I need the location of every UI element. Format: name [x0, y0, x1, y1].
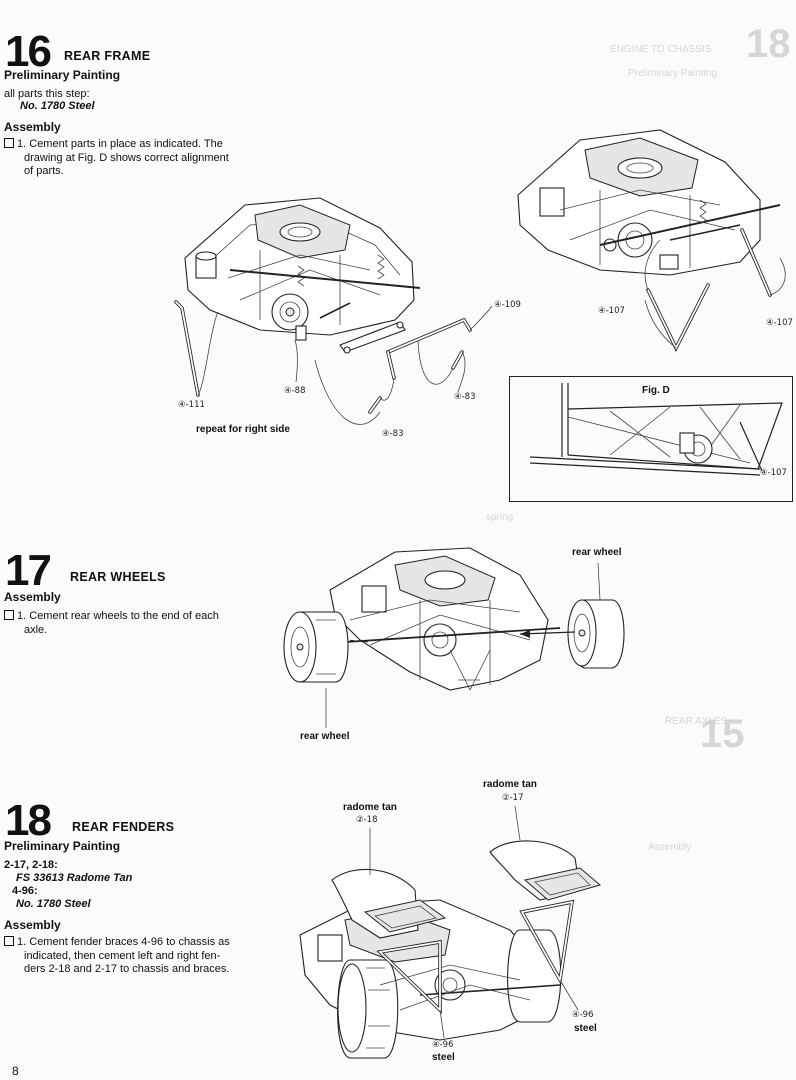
- checkbox-icon[interactable]: [4, 138, 14, 148]
- step-16-paint-color: No. 1780 Steel: [20, 100, 95, 112]
- step-18-number: 18: [5, 796, 52, 845]
- label-steel-right: steel: [574, 1023, 597, 1034]
- ghost-spring: spring: [486, 512, 514, 523]
- label-part-111: ④-111: [178, 400, 205, 410]
- ghost-title-2: REAR AXLES: [665, 716, 728, 727]
- step-18-instruction: 1. Cement fender braces 4-96 to chassis …: [4, 936, 274, 977]
- label-part-107-right: ④-107: [766, 318, 793, 328]
- ghost-title: ENGINE TO CHASSIS: [610, 44, 712, 55]
- checkbox-icon[interactable]: [4, 936, 14, 946]
- step-17-assembly-label: Assembly: [4, 590, 61, 604]
- label-radome-tan-right: radome tan: [483, 779, 537, 790]
- ghost-prelim: Preliminary Painting: [628, 68, 717, 79]
- step-17-number: 17: [5, 546, 52, 595]
- step-18-assembly-label: Assembly: [4, 918, 61, 932]
- label-rear-wheel-top: rear wheel: [572, 547, 622, 558]
- step-18-paint1-color: FS 33613 Radome Tan: [16, 872, 133, 884]
- fig-d-label-107: ④-107: [760, 468, 787, 478]
- fig-d-drawing: [529, 383, 783, 476]
- step-18-paint2-color: No. 1780 Steel: [16, 898, 91, 910]
- step-17-instruction: 1. Cement rear wheels to the end of each…: [4, 610, 264, 637]
- label-part-88: ④-88: [284, 386, 306, 396]
- ghost-assembly: Assembly: [648, 842, 692, 853]
- label-part-2-17: ②-17: [502, 793, 524, 803]
- step-16-assembly-label: Assembly: [4, 120, 61, 134]
- label-steel-left: steel: [432, 1052, 455, 1063]
- label-part-4-96-left: ④-96: [432, 1040, 454, 1050]
- label-part-83-right: ④-83: [454, 392, 476, 402]
- step-18-paint1-parts: 2-17, 2-18:: [4, 859, 58, 871]
- step-16-paint-scope: all parts this step:: [4, 88, 90, 100]
- step-18-title: REAR FENDERS: [72, 820, 175, 834]
- step-18-prelim-label: Preliminary Painting: [4, 839, 121, 853]
- step-16-title: REAR FRAME: [64, 49, 151, 63]
- ghost-step-number-2: 15: [700, 712, 745, 756]
- label-repeat-right-side: repeat for right side: [196, 424, 290, 435]
- label-radome-tan-left: radome tan: [343, 802, 397, 813]
- page-number: 8: [12, 1064, 19, 1078]
- step-16-prelim-label: Preliminary Painting: [4, 68, 121, 82]
- label-part-83-left: ④-83: [382, 429, 404, 439]
- fig-d-box: Fig. D ④-107: [509, 376, 793, 502]
- step-18-paint2-parts: 4-96:: [12, 885, 38, 897]
- checkbox-icon[interactable]: [4, 610, 14, 620]
- label-part-109: ④-109: [494, 300, 521, 310]
- step-16-instruction: 1. Cement parts in place as indicated. T…: [4, 138, 264, 179]
- label-part-4-96-right: ④-96: [572, 1010, 594, 1020]
- step-17-title: REAR WHEELS: [70, 570, 166, 584]
- fig-d-title: Fig. D: [642, 385, 670, 396]
- label-part-107-left: ④-107: [598, 306, 625, 316]
- ghost-step-number: 18: [746, 22, 791, 66]
- step-16-number: 16: [5, 27, 52, 76]
- label-rear-wheel-bottom: rear wheel: [300, 731, 350, 742]
- label-part-2-18: ②-18: [356, 815, 378, 825]
